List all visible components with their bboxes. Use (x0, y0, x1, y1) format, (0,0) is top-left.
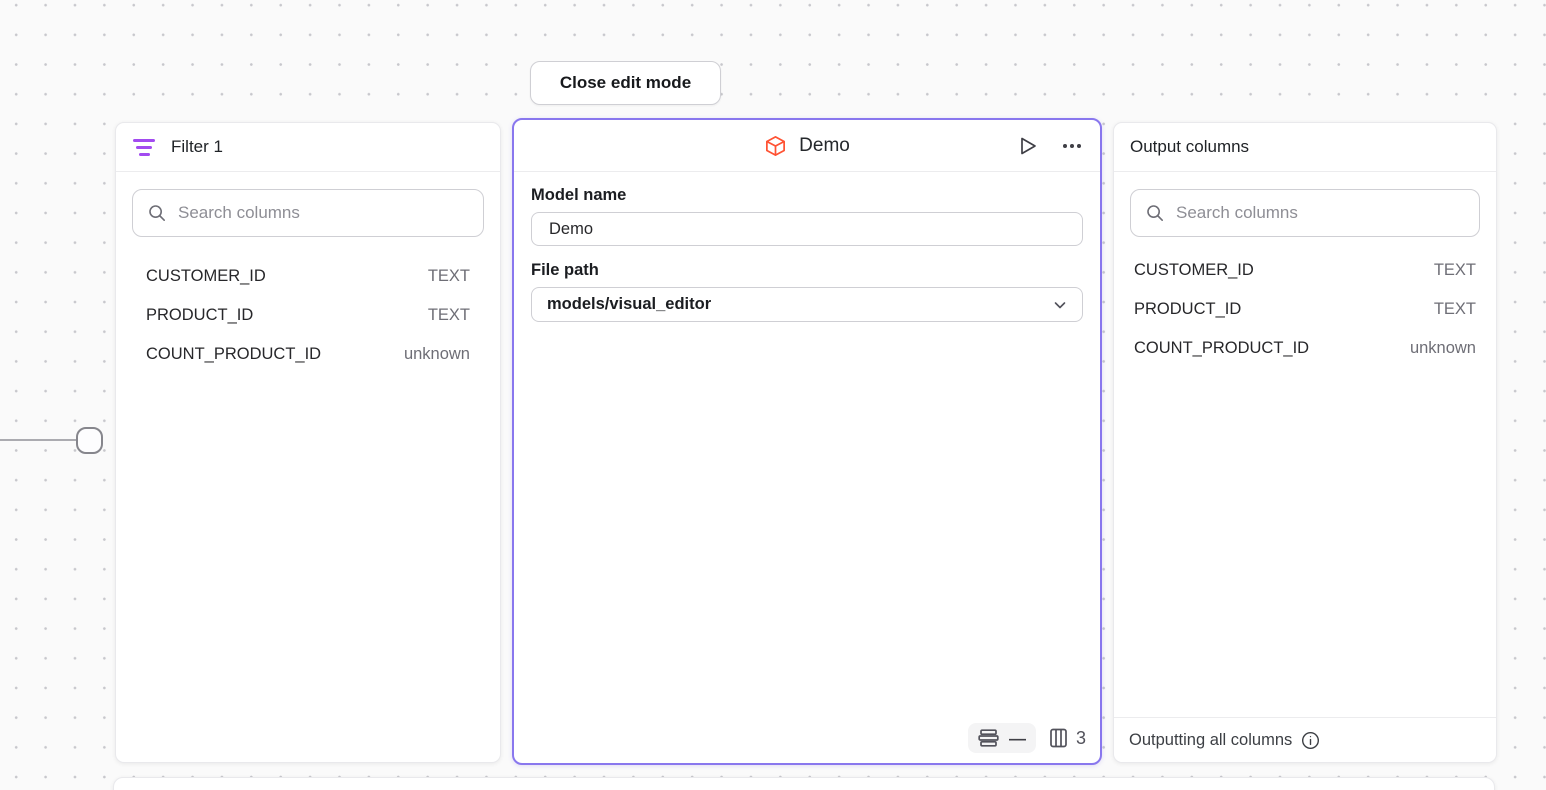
column-name: PRODUCT_ID (146, 306, 253, 325)
filter-search-input[interactable] (178, 203, 469, 223)
chevron-down-icon (1053, 298, 1067, 312)
model-stats-footer: — 3 (968, 723, 1086, 753)
search-icon (147, 203, 167, 223)
more-options-button[interactable] (1058, 132, 1086, 160)
column-type: unknown (1410, 339, 1476, 358)
model-header-actions (1014, 120, 1086, 171)
bottom-panel-edge[interactable] (113, 777, 1495, 790)
output-panel-footer: Outputting all columns (1114, 717, 1496, 762)
output-search-box[interactable] (1130, 189, 1480, 237)
model-name-input[interactable] (531, 212, 1083, 246)
model-panel-header: Demo (514, 120, 1100, 172)
column-type: TEXT (428, 267, 470, 286)
column-type: TEXT (428, 306, 470, 325)
column-name: CUSTOMER_ID (146, 267, 266, 286)
edge-connector-handle[interactable] (76, 427, 103, 454)
row-count-value: — (1009, 730, 1026, 747)
model-cube-icon (764, 134, 787, 158)
info-icon[interactable] (1301, 731, 1320, 750)
column-type: TEXT (1434, 261, 1476, 280)
table-columns-icon (1050, 728, 1067, 748)
output-panel-header: Output columns (1114, 123, 1496, 172)
file-path-value: models/visual_editor (547, 295, 711, 314)
model-name-label: Model name (531, 186, 1083, 205)
output-column-list: CUSTOMER_ID TEXT PRODUCT_ID TEXT COUNT_P… (1114, 251, 1496, 368)
column-name: COUNT_PRODUCT_ID (1134, 339, 1309, 358)
file-path-select[interactable]: models/visual_editor (531, 287, 1083, 322)
file-path-label: File path (531, 261, 1083, 280)
column-name: CUSTOMER_ID (1134, 261, 1254, 280)
output-search-input[interactable] (1176, 203, 1465, 223)
close-edit-mode-button[interactable]: Close edit mode (530, 61, 721, 105)
model-node-panel: Demo Model name File pat (512, 118, 1102, 765)
output-footer-text: Outputting all columns (1129, 731, 1292, 750)
column-type: unknown (404, 345, 470, 364)
run-model-button[interactable] (1014, 132, 1042, 160)
table-rows-icon (978, 729, 999, 747)
model-panel-body: Model name File path models/visual_edito… (514, 172, 1100, 322)
model-panel-title: Demo (799, 135, 850, 157)
search-icon (1145, 203, 1165, 223)
column-name: COUNT_PRODUCT_ID (146, 345, 321, 364)
output-panel-title: Output columns (1130, 137, 1249, 157)
row-count-badge[interactable]: — (968, 723, 1036, 753)
filter-search-box[interactable] (132, 189, 484, 237)
column-row[interactable]: CUSTOMER_ID TEXT (1134, 251, 1476, 290)
column-count-badge[interactable]: 3 (1050, 728, 1086, 749)
filter-panel-title: Filter 1 (171, 137, 223, 157)
filter-panel-header: Filter 1 (116, 123, 500, 172)
output-columns-panel: Output columns CUSTOMER_ID TEXT PRODUCT_… (1113, 122, 1497, 763)
column-name: PRODUCT_ID (1134, 300, 1241, 319)
column-count-value: 3 (1076, 728, 1086, 749)
filter-icon (132, 139, 156, 156)
column-row[interactable]: COUNT_PRODUCT_ID unknown (146, 335, 470, 374)
filter-column-list: CUSTOMER_ID TEXT PRODUCT_ID TEXT COUNT_P… (116, 257, 500, 374)
column-type: TEXT (1434, 300, 1476, 319)
edge-connector-line (0, 439, 78, 441)
column-row[interactable]: COUNT_PRODUCT_ID unknown (1134, 329, 1476, 368)
column-row[interactable]: PRODUCT_ID TEXT (1134, 290, 1476, 329)
column-row[interactable]: PRODUCT_ID TEXT (146, 296, 470, 335)
column-row[interactable]: CUSTOMER_ID TEXT (146, 257, 470, 296)
filter-node-panel: Filter 1 CUSTOMER_ID TEXT PRODUCT_ID TEX… (115, 122, 501, 763)
